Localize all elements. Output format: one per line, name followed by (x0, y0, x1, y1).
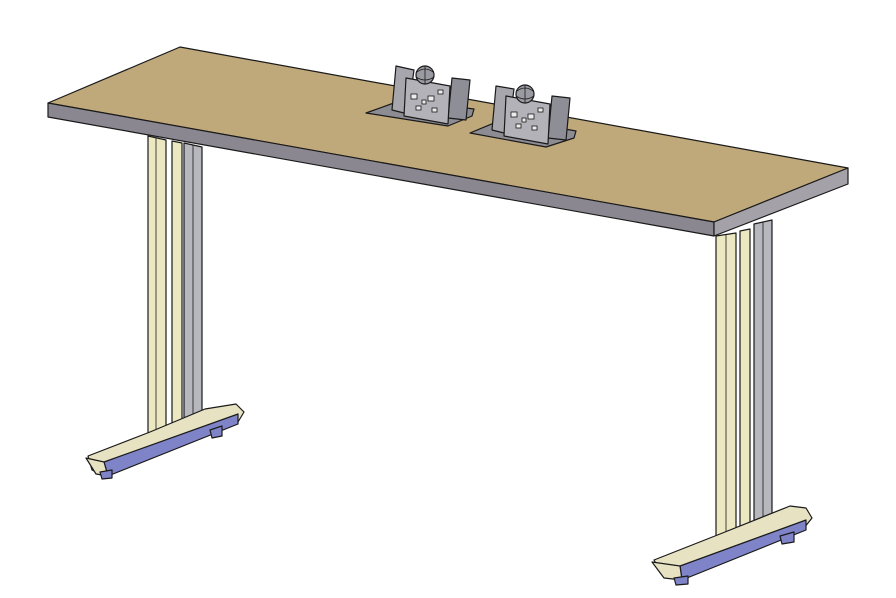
power-module-left-body (403, 77, 451, 125)
left-leg-front-post (147, 135, 167, 437)
tabletop-side-edge (713, 167, 849, 237)
right-leg-foot (651, 505, 813, 586)
right-leg (651, 219, 813, 586)
left-leg (85, 135, 245, 480)
left-leg-inner-post (171, 140, 183, 429)
power-module-right (469, 84, 577, 148)
right-leg-inner-post (739, 228, 751, 533)
power-module-left (365, 65, 475, 127)
left-leg-foot (85, 403, 245, 480)
tabletop (47, 46, 849, 237)
